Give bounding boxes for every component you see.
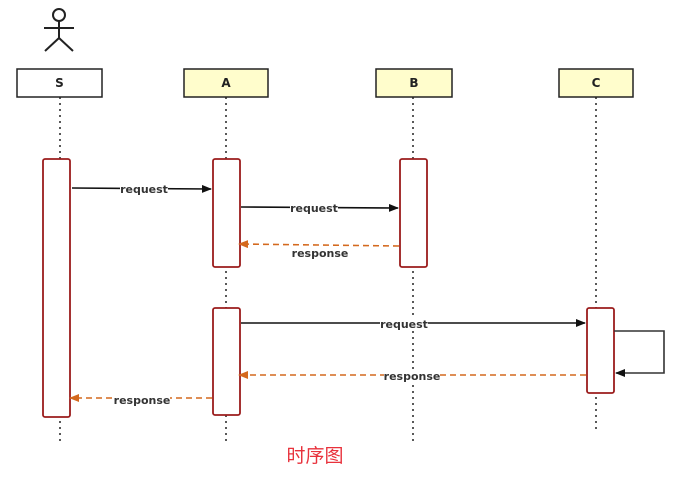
participant-b-label: B [409,76,418,90]
participant-s[interactable]: S [16,68,103,98]
message-4-label: request [380,318,428,331]
message-6-label: response [114,394,171,407]
participant-c[interactable]: C [558,68,634,98]
participant-b[interactable]: B [375,68,453,98]
message-5-label: response [384,370,441,383]
message-3-label: response [292,247,349,260]
participant-c-label: C [592,76,601,90]
participant-a-label: A [221,76,231,90]
message-3[interactable]: response [238,240,400,260]
message-5[interactable]: response [238,369,586,383]
message-4[interactable]: request [241,317,586,331]
activation-s[interactable] [42,158,71,418]
message-2[interactable]: request [240,201,399,215]
activation-a-1[interactable] [212,158,241,268]
participant-a[interactable]: A [183,68,269,98]
message-1-label: request [120,183,168,196]
activation-bars [42,158,615,418]
activation-c[interactable] [586,307,615,394]
activation-b[interactable] [399,158,428,268]
diagram-caption: 时序图 [286,445,344,467]
actor-stick-figure-icon [44,8,74,52]
message-1[interactable]: request [71,182,212,196]
participant-s-label: S [55,76,64,90]
lifelines [59,97,597,441]
message-6[interactable]: response [69,392,212,407]
self-call-c[interactable] [614,330,665,377]
activation-a-2[interactable] [212,307,241,416]
message-2-label: request [290,202,338,215]
